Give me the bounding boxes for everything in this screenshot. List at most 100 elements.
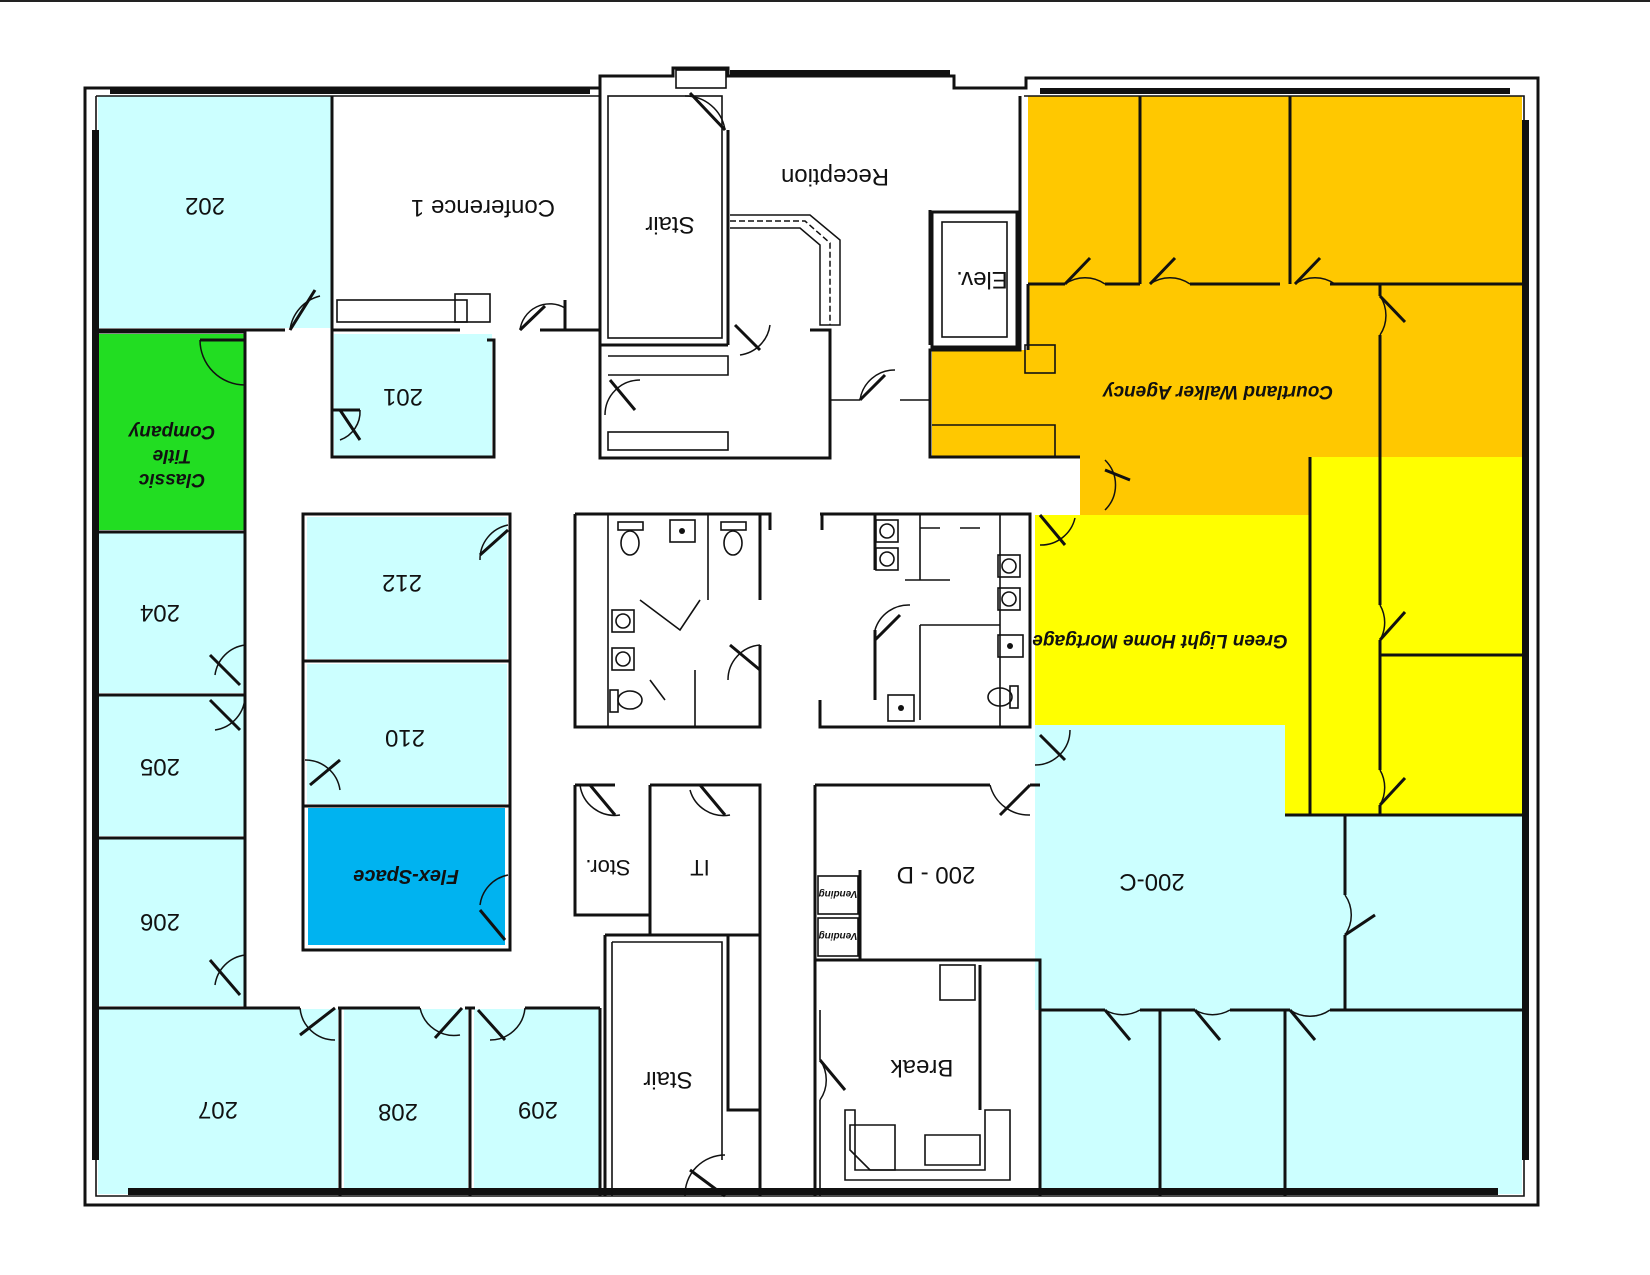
it-label: IT [690, 855, 710, 880]
stair-railing [608, 355, 729, 376]
exterior-wall [83, 66, 1540, 1207]
door-swing-icon [518, 303, 566, 332]
reception-label: Reception [781, 163, 889, 190]
door-swing-icon [478, 874, 509, 941]
room-210-fill [307, 664, 507, 804]
door-swing-icon [1378, 604, 1407, 641]
wall [603, 933, 762, 1196]
courtland-walker-label: Courtland Walker Agency [1101, 381, 1333, 402]
door-swing-icon [299, 1006, 336, 1041]
room-208-label: 208 [378, 1098, 418, 1125]
wall [1026, 96, 1524, 457]
door-swing-icon [199, 338, 246, 386]
window-icon [128, 1188, 1498, 1195]
window-icon [1522, 120, 1529, 1160]
room-201-fill [334, 334, 492, 456]
doors [199, 91, 1407, 1198]
elevator-label: Elev. [956, 266, 1008, 293]
door-swing-icon [304, 758, 341, 791]
window-icon [110, 88, 590, 94]
room-200c-label: 200-C [1119, 868, 1184, 895]
vending-machine-icon [817, 917, 859, 957]
green-light-label: Green Light Home Mortgage [1032, 630, 1288, 651]
wall [813, 783, 1042, 1196]
break-counter [844, 1109, 1011, 1181]
sink-icon [887, 694, 915, 722]
sink-icon [997, 587, 1021, 611]
door-swing-icon [684, 1154, 726, 1198]
wall [573, 512, 772, 729]
door-swing-icon [989, 783, 1032, 817]
interior-face [95, 95, 1525, 1197]
entry-bump [675, 69, 727, 89]
elevator-box [930, 210, 1019, 349]
exterior-walls [83, 66, 1540, 1207]
flex-space-fill [308, 808, 505, 945]
page-top-rule [0, 0, 1650, 2]
door-swing-icon [1103, 1009, 1141, 1041]
storage-label: Stor. [585, 855, 630, 880]
room-209-label: 209 [518, 1096, 558, 1123]
courtland-fill [932, 96, 1522, 515]
room-207-label: 207 [198, 1096, 238, 1123]
elevator-car [941, 221, 1008, 338]
restroom-partitions [905, 514, 1001, 727]
break-fridge [939, 964, 976, 1001]
room-202-label: 202 [185, 192, 225, 219]
door-swing-icon [1378, 294, 1407, 336]
sink-icon [669, 519, 696, 543]
door-swing-icon [1344, 894, 1376, 937]
sink-icon [997, 634, 1024, 658]
sink-icon [997, 554, 1021, 578]
door-swing-icon [858, 369, 896, 402]
door-swing-icon [1288, 1009, 1331, 1041]
door-swing-icon [604, 379, 641, 416]
door-swing-icon [1038, 514, 1076, 546]
classic-title-line-3: Company [127, 421, 215, 442]
door-swing-icon [338, 409, 362, 441]
green-light-fill [1035, 457, 1522, 815]
door-swing-icon [1034, 729, 1071, 766]
door-swing-icon [208, 644, 246, 687]
door-swing-icon [476, 1007, 526, 1042]
door-swing-icon [1148, 256, 1191, 286]
sink-icon [875, 547, 899, 571]
sink-icon [611, 647, 635, 671]
sink-icon [875, 519, 899, 543]
door-swing-icon [208, 694, 246, 732]
wall [332, 300, 600, 332]
wall [338, 1006, 602, 1196]
wall [1285, 457, 1524, 817]
toilet-icon [609, 689, 643, 713]
break-label: Break [890, 1054, 954, 1081]
toilet-icon [617, 521, 644, 556]
wall [928, 96, 1080, 459]
door-swing-icon [579, 784, 621, 817]
center-island-wall [301, 512, 512, 952]
room-205-fill [98, 696, 244, 836]
room-212-label: 212 [382, 569, 422, 596]
classic-title-label: Classic Title Company [127, 421, 215, 490]
door-swing-icon [684, 91, 727, 132]
stair-bottom-label: Stair [643, 1066, 692, 1093]
conference-cabinet [454, 293, 491, 323]
classic-title-line-2: Title [152, 445, 191, 466]
room-fills [98, 96, 1522, 1194]
classic-title-line-1: Classic [138, 469, 205, 490]
door-swing-icon [689, 784, 731, 817]
sink-icon [611, 609, 635, 633]
door-swing-icon [288, 289, 321, 331]
interior-walls [96, 88, 1524, 1196]
conference-label: Conference 1 [411, 194, 555, 221]
restroom-partitions [607, 514, 709, 727]
door-swing-icon [1378, 769, 1407, 807]
stair-treads [607, 431, 729, 451]
vending-label-1: Vending [818, 888, 857, 899]
room-206-fill [98, 839, 244, 1006]
room-201-label: 201 [383, 383, 423, 410]
classic-title-fill [98, 334, 244, 530]
room-205-label: 205 [140, 753, 180, 780]
wall [818, 512, 1032, 729]
courtland-column [1024, 344, 1056, 374]
courtland-counter [932, 424, 1056, 457]
